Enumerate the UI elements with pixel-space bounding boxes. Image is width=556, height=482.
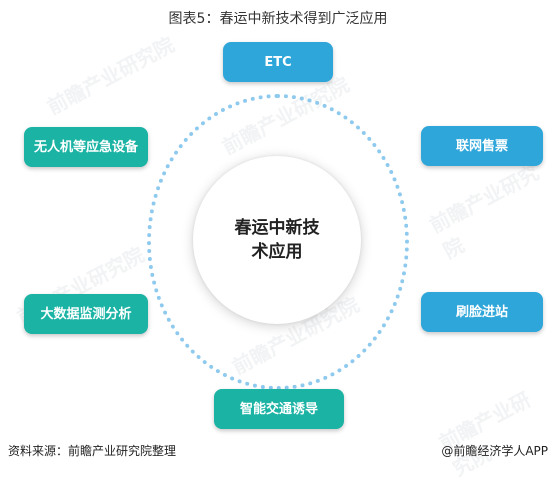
watermark: 前瞻产业研究院	[435, 387, 535, 481]
node-face-scan: 刷脸进站	[421, 292, 543, 332]
node-smart-guidance: 智能交通诱导	[214, 389, 344, 429]
node-online-ticket-label: 联网售票	[455, 138, 508, 154]
watermark: 前瞻产业研究院	[425, 160, 543, 264]
node-big-data-label: 大数据监测分析	[40, 306, 132, 322]
footer-source: 资料来源：前瞻产业研究院整理	[8, 444, 177, 458]
watermark: 前瞻产业研究院	[43, 32, 179, 120]
dotted-ring	[147, 94, 409, 390]
node-big-data: 大数据监测分析	[24, 294, 148, 334]
node-face-scan-label: 刷脸进站	[455, 304, 508, 320]
center-circle: 春运中新技术应用	[193, 156, 361, 324]
center-label: 春运中新技术应用	[234, 218, 320, 262]
node-drone-label: 无人机等应急设备	[34, 139, 139, 155]
footer-credit: @前瞻经济学人APP	[441, 444, 548, 458]
node-etc: ETC	[223, 42, 333, 82]
node-smart-guidance-label: 智能交通诱导	[239, 401, 318, 417]
node-drone: 无人机等应急设备	[24, 127, 148, 167]
chart-title: 图表5：春运中新技术得到广泛应用	[168, 11, 388, 27]
node-online-ticket: 联网售票	[421, 126, 543, 166]
node-etc-label: ETC	[264, 54, 292, 70]
